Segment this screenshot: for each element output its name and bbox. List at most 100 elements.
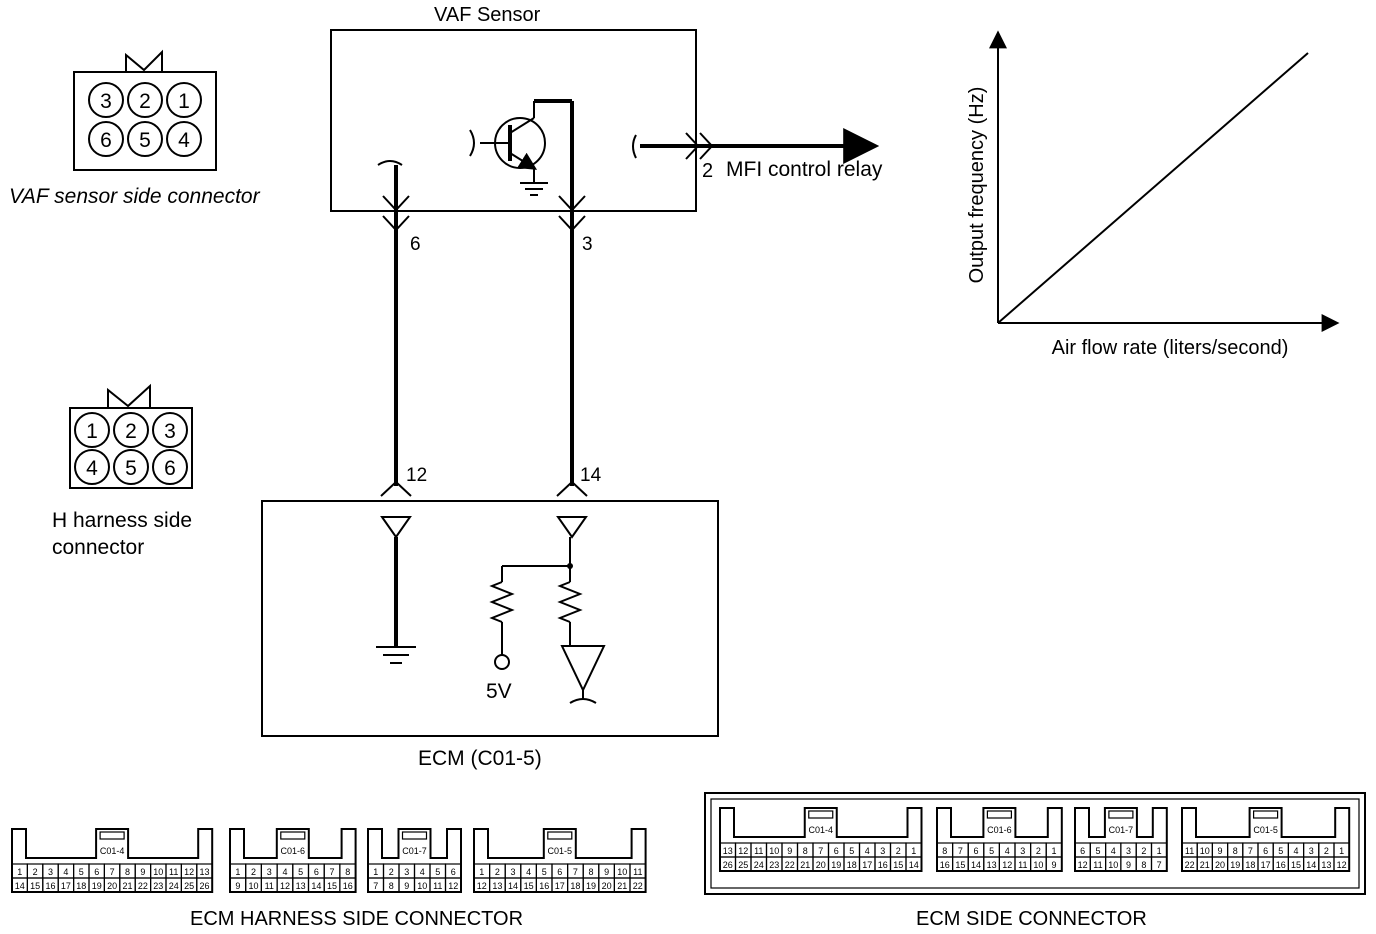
connector-pin-label: 18 (1245, 860, 1255, 870)
connector-name: C01-6 (987, 825, 1012, 835)
connector-pin-label: 11 (633, 867, 642, 877)
connector-pin-label: 1 (479, 867, 484, 877)
connector-pin-label: 1 (1157, 846, 1162, 856)
harness-caption-line2: connector (52, 536, 144, 559)
connector-pin-label: 10 (1033, 860, 1043, 870)
connector-pin-label: 5 (542, 867, 547, 877)
connector-pin-label: 25 (184, 881, 194, 891)
connector-pin-label: 1 (235, 867, 240, 877)
vaf-pin (127, 121, 163, 157)
harness-pin (152, 412, 188, 448)
ecm-block: ECM (C01-5) 12 14 5V (261, 465, 719, 770)
connector-pin-cell (339, 877, 357, 893)
connector-pin-label: 11 (169, 867, 178, 877)
connector-pin-label: 15 (1291, 860, 1301, 870)
connector-pin-label: 15 (524, 881, 534, 891)
connector-pin-label: 7 (330, 867, 335, 877)
connector-name: C01-6 (281, 846, 306, 856)
vaf-pin-label: 5 (139, 129, 151, 152)
connector-pin-label: 11 (265, 881, 274, 891)
connector-pin-label: 6 (973, 846, 978, 856)
connector-pin-label: 8 (1141, 860, 1146, 870)
relay-label: MFI control relay (726, 158, 883, 181)
connector-pin-label: 8 (803, 846, 808, 856)
connector-pin-cell (444, 877, 462, 893)
connector-pin-label: 3 (48, 867, 53, 877)
connector-pin-label: 15 (30, 881, 40, 891)
connector-pin-label: 2 (896, 846, 901, 856)
connector-pin-label: 7 (958, 846, 963, 856)
connector-latch (401, 831, 428, 840)
connector-pin-label: 12 (477, 881, 487, 891)
connector-pin-label: 2 (389, 867, 394, 877)
connector-pin-cell (629, 877, 647, 893)
connector-pin-label: 3 (510, 867, 515, 877)
connector-pin-label: 2 (495, 867, 500, 877)
connector-pin-label: 7 (1248, 846, 1253, 856)
connector-name: C01-5 (548, 846, 573, 856)
connector-pin-label: 23 (153, 881, 163, 891)
connector-latch (1252, 810, 1279, 819)
connector-pin-label: 4 (865, 846, 870, 856)
connector-pin-label: 26 (199, 881, 209, 891)
connector-pin-label: 5 (1278, 846, 1283, 856)
chart-series-line (997, 52, 1309, 324)
ecm-pin-14-label: 14 (580, 465, 602, 486)
connector-pin-label: 1 (17, 867, 22, 877)
connector-pin-cell (1045, 856, 1063, 872)
connector-pin-label: 7 (573, 867, 578, 877)
connector-pin-label: 8 (125, 867, 130, 877)
transistor-symbol (469, 99, 572, 196)
connector-pin-label: 20 (816, 860, 826, 870)
connector-pin-label: 11 (754, 846, 763, 856)
connector-pin-label: 25 (738, 860, 748, 870)
connector-pin-label: 8 (1233, 846, 1238, 856)
connector-pin-label: 1 (1051, 846, 1056, 856)
vaf-sensor-block: VAF Sensor 2 MFI control relay 6 (330, 4, 883, 486)
connector-pin-label: 12 (738, 846, 748, 856)
connector-pin-label: 21 (122, 881, 132, 891)
connector-pin-label: 26 (723, 860, 733, 870)
chart-x-label: Air flow rate (liters/second) (1052, 337, 1289, 359)
supply-terminal (494, 654, 510, 670)
harness-pin-label: 1 (86, 420, 98, 443)
connector-pin-label: 4 (1005, 846, 1010, 856)
connector-pin-label: 7 (1157, 860, 1162, 870)
connector-name: C01-7 (1109, 825, 1134, 835)
connector-pin-label: 8 (942, 846, 947, 856)
connector-pin-label: 21 (800, 860, 810, 870)
harness-pin (74, 449, 110, 485)
connector-pin-label: 3 (1309, 846, 1314, 856)
connector-pin-label: 6 (557, 867, 562, 877)
connector-pin-cell (1333, 856, 1350, 872)
connector-pin-label: 4 (63, 867, 68, 877)
vaf-sensor-box (330, 29, 697, 212)
vaf-pin (88, 121, 124, 157)
connector-pin-label: 5 (849, 846, 854, 856)
connector-pin-label: 12 (1002, 860, 1012, 870)
connector-pin-label: 9 (1217, 846, 1222, 856)
connector-pin-label: 8 (389, 881, 394, 891)
connector-pin-label: 13 (1321, 860, 1331, 870)
connector-pin-label: 12 (280, 881, 290, 891)
connector-pin-label: 22 (138, 881, 148, 891)
connector-pin-label: 14 (1306, 860, 1316, 870)
connector-pin-label: 18 (76, 881, 86, 891)
sensor-pin-6-label: 6 (410, 234, 421, 255)
vaf-pin-label: 4 (178, 129, 190, 152)
connector-pin-label: 22 (785, 860, 795, 870)
connector-pin-label: 14 (15, 881, 25, 891)
connector-pin-label: 4 (420, 867, 425, 877)
connector-outline (719, 807, 923, 872)
connector-pin-label: 2 (33, 867, 38, 877)
connector-pin-label: 9 (404, 881, 409, 891)
connector-pin-label: 8 (588, 867, 593, 877)
connector-pin-label: 19 (1230, 860, 1240, 870)
harness-pin (74, 412, 110, 448)
ecm-pin-12-label: 12 (406, 465, 427, 486)
connector-pin-label: 12 (184, 867, 194, 877)
